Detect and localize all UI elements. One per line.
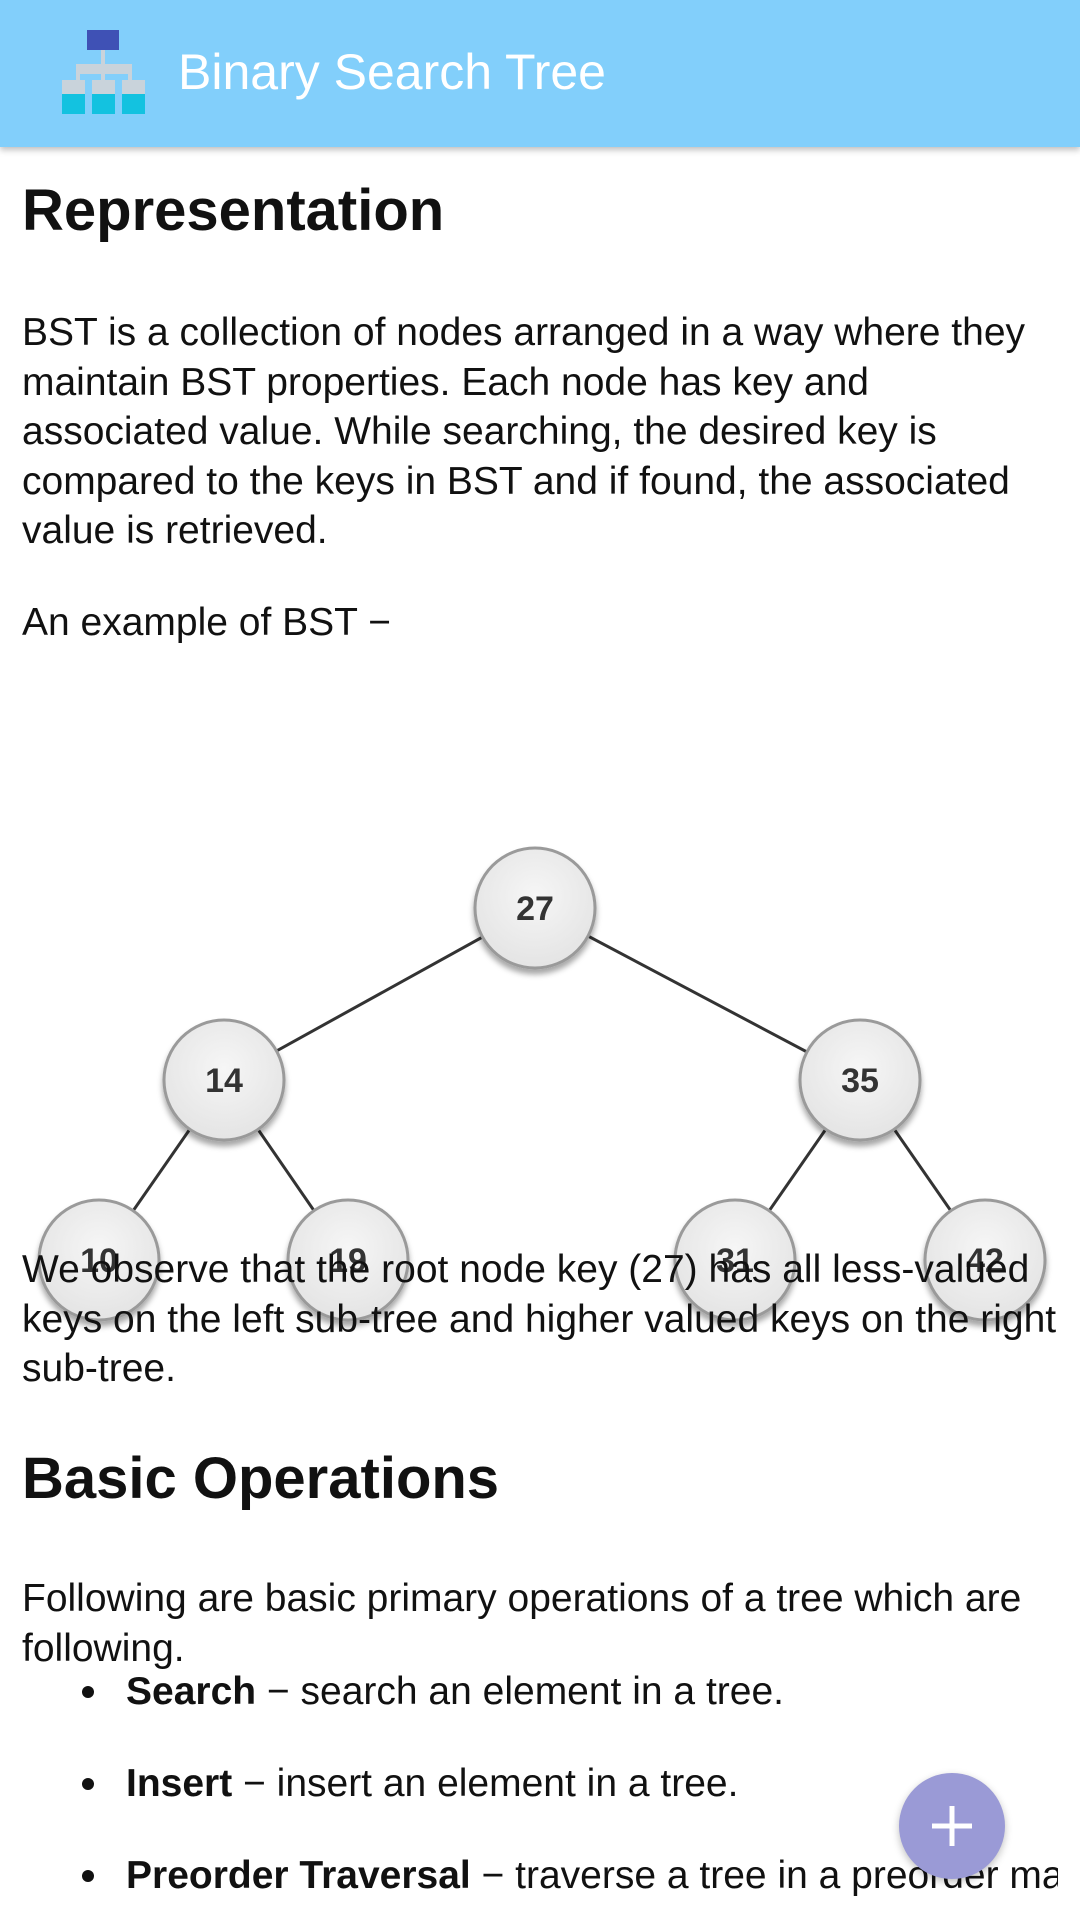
node-label: 31 — [716, 1242, 754, 1280]
section-heading-representation: Representation — [22, 178, 445, 243]
app-bar: Binary Search Tree — [0, 0, 1080, 147]
tree-node-left: 14 — [162, 1018, 286, 1142]
operation-name: Insert — [126, 1762, 233, 1805]
article-content: Representation BST is a collection of no… — [22, 147, 1058, 1920]
operations-intro: Following are basic primary operations o… — [22, 1577, 1022, 1670]
node-label: 14 — [205, 1062, 243, 1100]
operation-name: Search — [126, 1670, 257, 1713]
operation-description: − insert an element in a tree. — [232, 1762, 739, 1805]
operation-description: − search an element in a tree. — [256, 1670, 784, 1713]
list-item: Insert − insert an element in a tree. — [22, 1759, 1058, 1851]
operations-list: Search − search an element in a tree. In… — [22, 1667, 1058, 1920]
bst-description: BST is a collection of nodes arranged in… — [22, 311, 1026, 552]
tree-hierarchy-icon — [62, 30, 145, 114]
plus-icon — [932, 1806, 972, 1846]
tree-node-left-left: 10 — [37, 1198, 161, 1322]
node-label: 27 — [516, 890, 554, 928]
tree-node-right-left: 31 — [673, 1198, 797, 1322]
bullet-icon — [82, 1870, 94, 1882]
add-fab-button[interactable] — [899, 1773, 1005, 1879]
observation-text: We observe that the root node key (27) h… — [22, 1248, 1057, 1390]
example-intro: An example of BST − — [22, 601, 391, 644]
tree-node-right-right: 42 — [923, 1198, 1047, 1322]
bullet-icon — [82, 1778, 94, 1790]
app-title: Binary Search Tree — [178, 44, 606, 100]
node-label: 42 — [966, 1242, 1004, 1280]
operation-name: Preorder Traversal — [126, 1854, 471, 1897]
section-heading-basic-operations: Basic Operations — [22, 1446, 500, 1511]
tree-node-left-right: 19 — [286, 1198, 410, 1322]
tree-node-right: 35 — [798, 1018, 922, 1142]
node-label: 10 — [80, 1242, 118, 1280]
node-label: 35 — [841, 1062, 879, 1100]
list-item: Search − search an element in a tree. — [22, 1667, 1058, 1759]
bullet-icon — [82, 1686, 94, 1698]
tree-node-root: 27 — [473, 846, 597, 970]
bst-diagram: 27 14 35 10 19 31 42 — [37, 846, 1047, 1322]
node-label: 19 — [329, 1242, 367, 1280]
